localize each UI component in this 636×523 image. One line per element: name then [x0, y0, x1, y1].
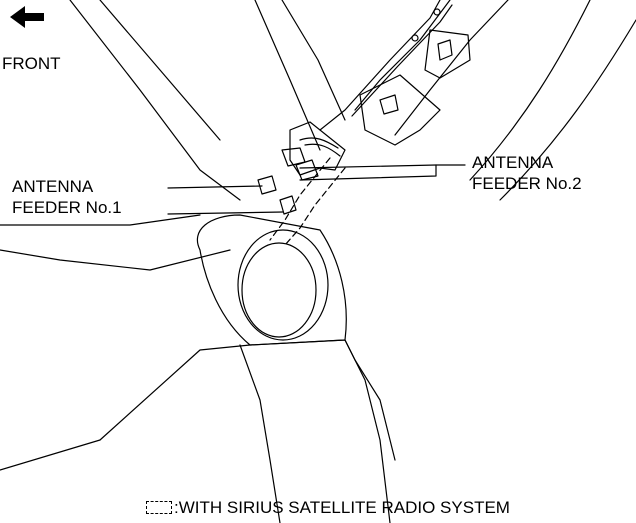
legend-text: :WITH SIRIUS SATELLITE RADIO SYSTEM [174, 498, 510, 517]
front-direction-label: FRONT [2, 54, 61, 73]
legend: :WITH SIRIUS SATELLITE RADIO SYSTEM [146, 497, 510, 518]
dashed-box-icon [146, 501, 172, 514]
pillar-trim-panel [424, 29, 471, 79]
feeder-2-line1: ANTENNA [472, 153, 554, 172]
feeder-2-line2: FEEDER No.2 [472, 174, 582, 193]
feeder-2-leader [299, 164, 466, 181]
pillar-outer-edge [254, 0, 321, 151]
speaker-housing [196, 214, 347, 346]
feeder-1-leader [167, 185, 263, 189]
sirius-feeder-route [269, 157, 331, 241]
front-arrow-icon [10, 6, 44, 28]
feeder-1-line2: FEEDER No.1 [12, 198, 122, 217]
antenna-feeder-1-callout: ANTENNA FEEDER No.1 [12, 176, 122, 218]
feeder-1-line1: ANTENNA [12, 177, 94, 196]
speaker-ring [237, 229, 329, 341]
antenna-feeder-2-callout: ANTENNA FEEDER No.2 [472, 152, 582, 194]
